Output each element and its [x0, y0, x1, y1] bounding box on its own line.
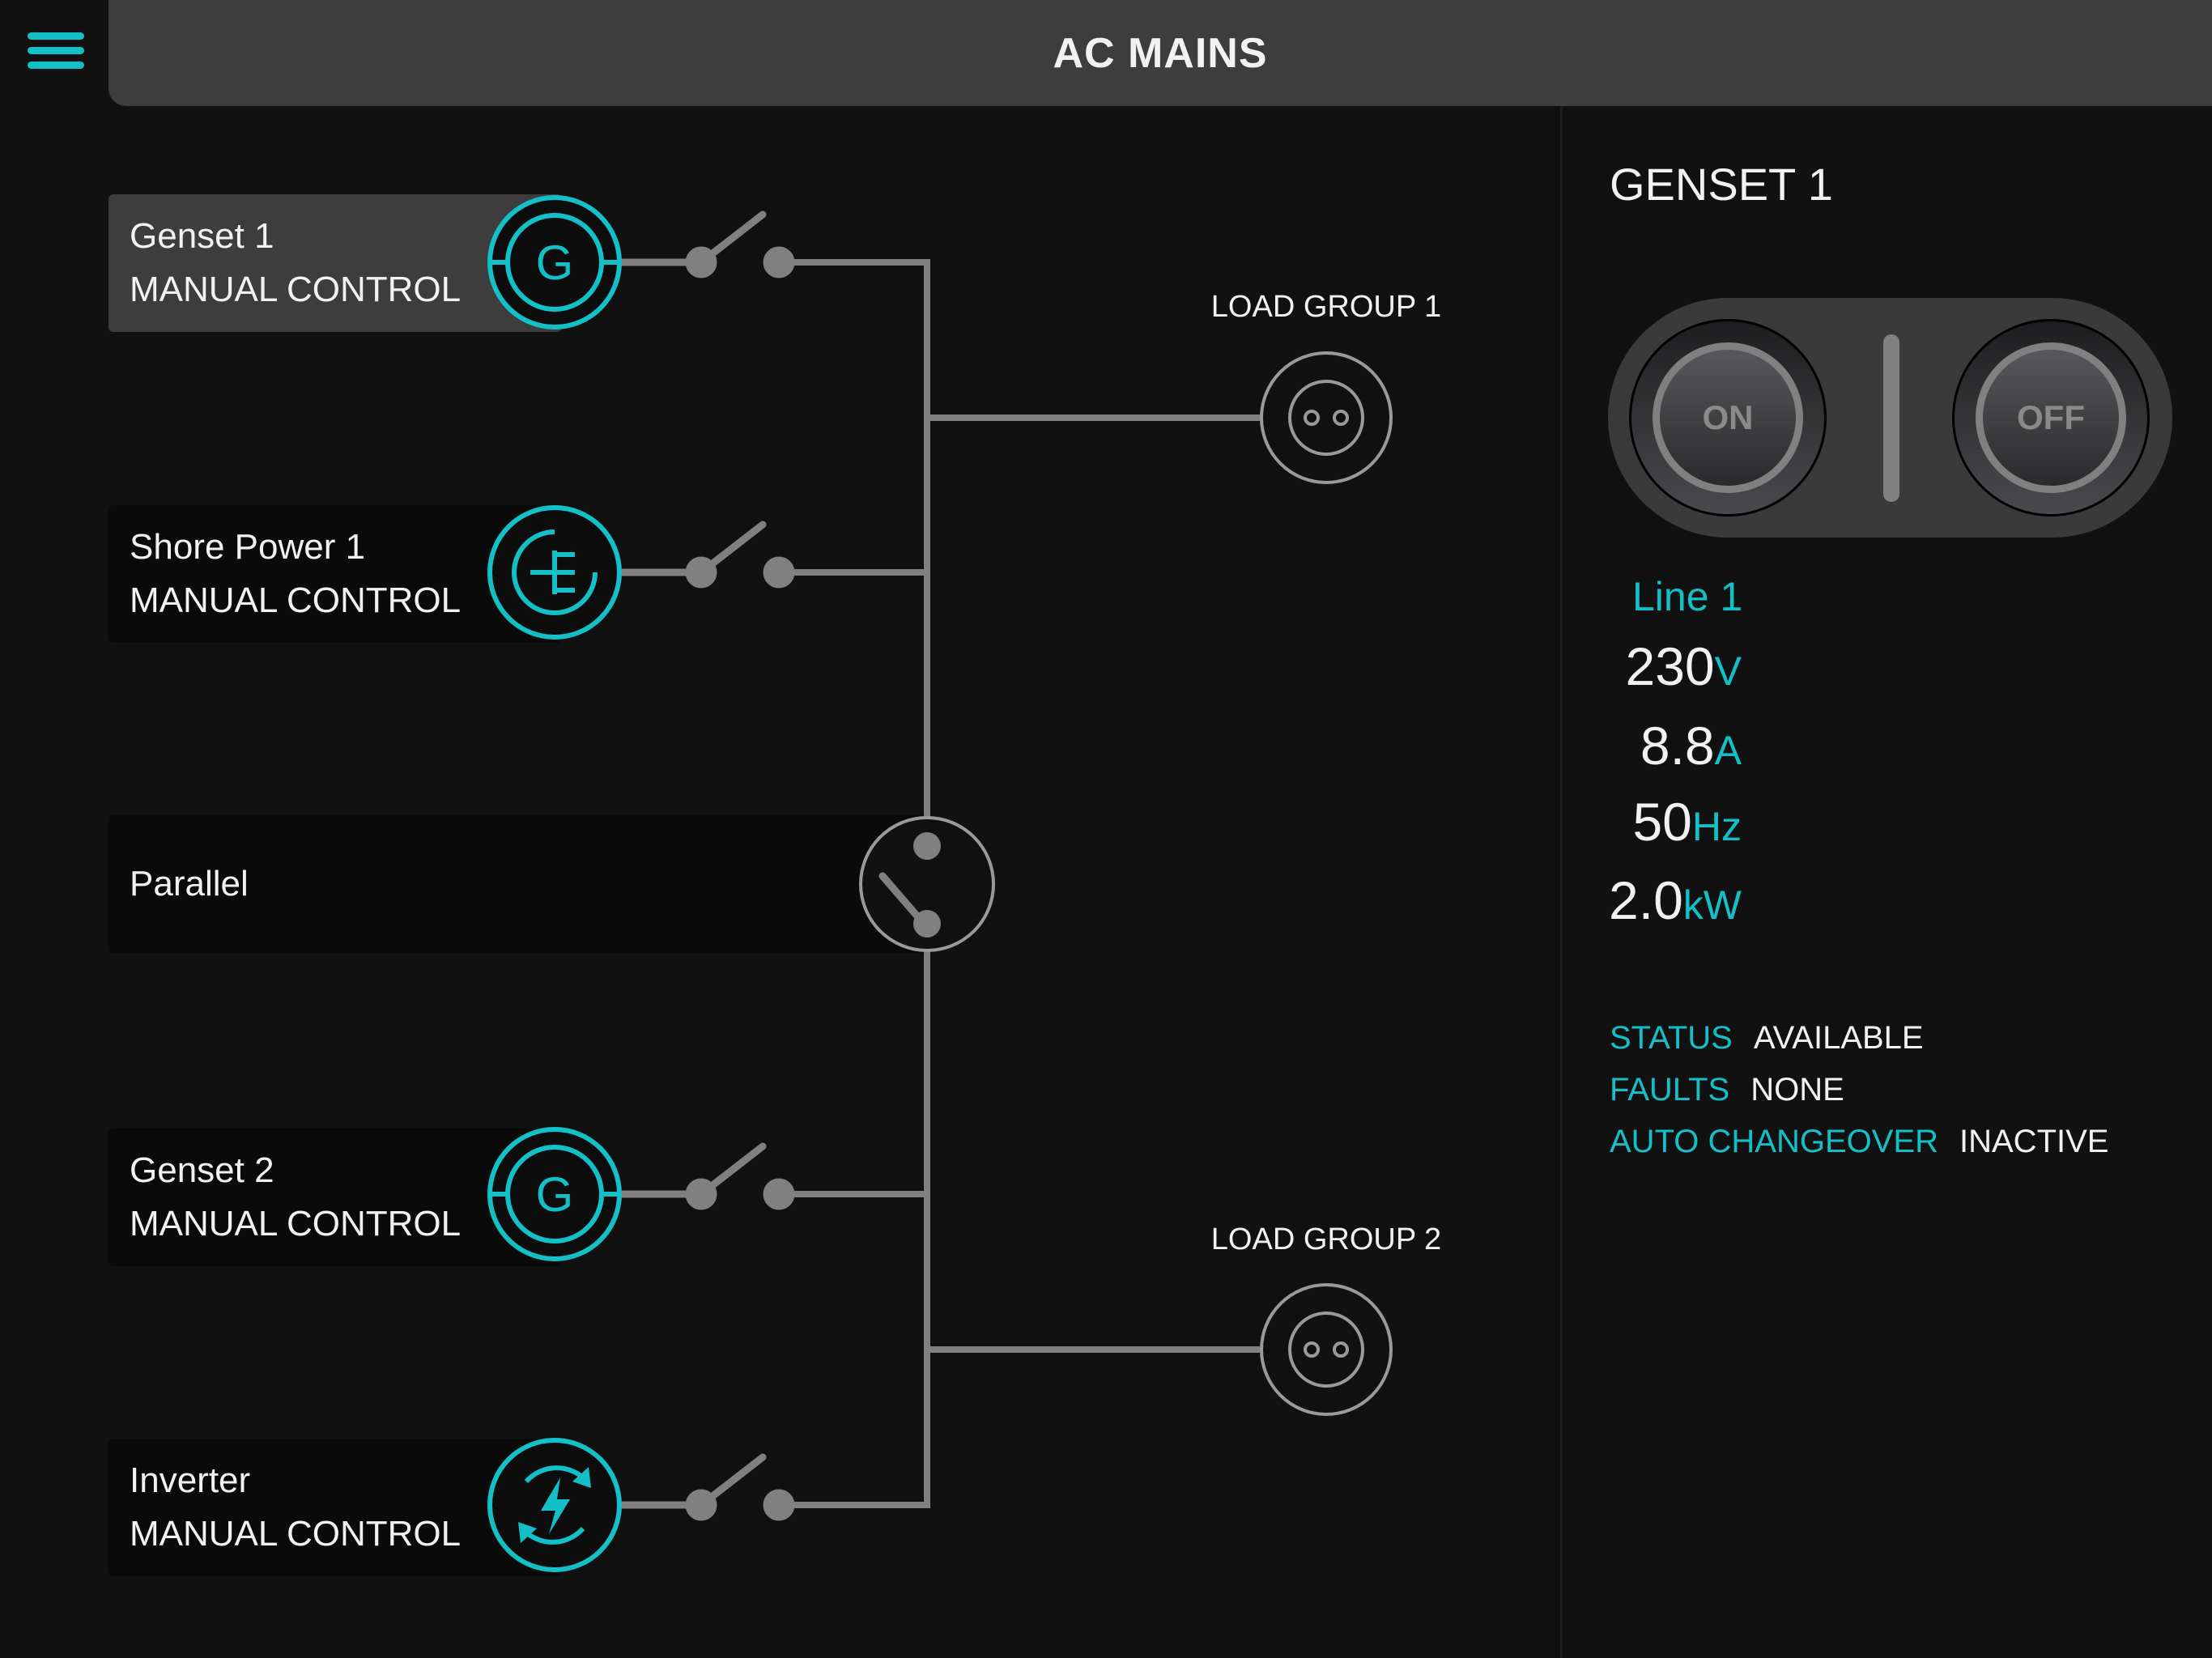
reading-value: 230	[1625, 636, 1715, 696]
status-key: FAULTS	[1610, 1072, 1730, 1107]
breaker-inverter	[617, 1453, 795, 1521]
load-group-1-label: LOAD GROUP 1	[1210, 290, 1442, 324]
current-reading: 8.8A	[1640, 715, 1742, 776]
reading-value: 8.8	[1640, 716, 1715, 776]
faults-row: FAULTS NONE	[1610, 1072, 1844, 1108]
page-title: AC MAINS	[1053, 29, 1268, 77]
source-name: Genset 2	[130, 1150, 274, 1190]
hamburger-menu-icon[interactable]	[28, 32, 84, 70]
load-group-2-button[interactable]	[1260, 1283, 1393, 1416]
off-button[interactable]: OFF	[1952, 319, 2150, 517]
reading-value: 50	[1632, 792, 1692, 852]
reading-unit: kW	[1682, 882, 1742, 928]
source-mode: MANUAL CONTROL	[130, 580, 462, 620]
on-label: ON	[1653, 342, 1803, 493]
off-label: OFF	[1976, 342, 2126, 493]
reading-unit: V	[1714, 648, 1742, 694]
status-key: AUTO CHANGEOVER	[1610, 1124, 1938, 1159]
source-name: Genset 1	[130, 216, 274, 256]
on-button[interactable]: ON	[1629, 319, 1827, 517]
source-mode: MANUAL CONTROL	[130, 1204, 462, 1244]
status-row: STATUS AVAILABLE	[1610, 1020, 1924, 1056]
load-group-2-label: LOAD GROUP 2	[1210, 1222, 1442, 1256]
source-shore-power-1[interactable]: Shore Power 1 MANUAL CONTROL	[108, 505, 562, 643]
breaker-genset-1	[617, 210, 795, 278]
line-label: Line 1	[1632, 574, 1743, 619]
source-parallel[interactable]: Parallel	[108, 815, 927, 953]
source-name: Inverter	[130, 1460, 251, 1500]
source-mode: MANUAL CONTROL	[130, 1514, 462, 1554]
detail-title: GENSET 1	[1610, 159, 1833, 210]
source-name: Shore Power 1	[130, 527, 366, 567]
source-inverter[interactable]: Inverter MANUAL CONTROL	[108, 1439, 562, 1576]
breaker-genset-2	[617, 1142, 795, 1210]
status-key: STATUS	[1610, 1020, 1733, 1056]
source-genset-1[interactable]: Genset 1 MANUAL CONTROL	[108, 194, 562, 332]
source-mode: MANUAL CONTROL	[130, 270, 462, 309]
frequency-reading: 50Hz	[1632, 791, 1742, 852]
breaker-shore-power-1	[617, 521, 795, 589]
on-off-switch: ON OFF	[1608, 298, 2172, 538]
bus-line-lower	[779, 924, 930, 1508]
status-value: AVAILABLE	[1753, 1020, 1924, 1056]
source-name: Parallel	[130, 864, 249, 903]
page-header: AC MAINS	[108, 0, 2212, 106]
reading-unit: A	[1714, 728, 1742, 773]
status-value: INACTIVE	[1959, 1124, 2109, 1159]
load-group-1-button[interactable]	[1260, 351, 1393, 484]
source-genset-2[interactable]: Genset 2 MANUAL CONTROL	[108, 1129, 562, 1266]
panel-divider	[1560, 106, 1563, 1658]
status-value: NONE	[1750, 1072, 1844, 1107]
power-reading: 2.0kW	[1609, 869, 1742, 931]
bus-line-upper	[779, 259, 930, 846]
reading-value: 2.0	[1609, 870, 1683, 930]
voltage-reading: 230V	[1626, 636, 1742, 697]
reading-unit: Hz	[1691, 804, 1742, 849]
auto-changeover-row: AUTO CHANGEOVER INACTIVE	[1610, 1124, 2108, 1160]
switch-divider	[1883, 334, 1899, 502]
